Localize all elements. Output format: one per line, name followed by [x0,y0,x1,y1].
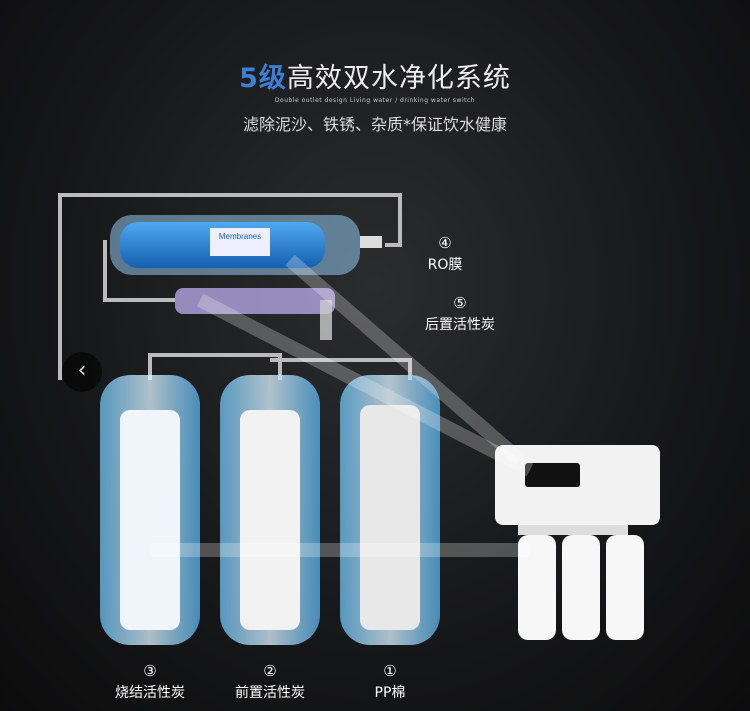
label-text: PP棉 [374,685,406,701]
filter-cartridge [340,375,440,645]
filter-cartridge [100,375,200,645]
subtitle: Double outlet design Living water / drin… [274,97,476,104]
label-text: RO膜 [427,257,463,273]
water-pipe [58,193,402,380]
title-text: 高效双水净化系统 [286,63,511,94]
label-number: ③ [143,662,157,680]
label-pre-carbon: ② 前置活性炭 [215,660,325,704]
label-sintered-carbon: ③ 烧结活性炭 [95,660,205,704]
label-text: 后置活性炭 [425,317,495,333]
filter-cartridge [220,375,320,645]
label-number: ① [383,662,397,680]
membrane-label: Membranes [219,232,261,241]
water-pipe [103,240,175,302]
ro-membrane: Membranes [110,215,382,275]
label-post-carbon: ⑤ 后置活性炭 [405,292,515,336]
water-pipe [148,353,412,380]
slogan: 滤除泥沙、铁锈、杂质*保证饮水健康 [242,115,507,134]
label-ro: ④ RO膜 [415,232,475,276]
page-title: 5级高效双水净化系统 [0,56,750,95]
post-carbon-filter [175,288,335,340]
label-number: ② [263,662,277,680]
label-text: 烧结活性炭 [115,685,185,701]
purifier-unit [495,445,660,640]
label-pp-cotton: ① PP棉 [345,660,435,704]
prev-image-button[interactable]: ‹ [62,352,102,392]
title-highlight: 5级 [239,63,287,94]
label-number: ④ [438,234,452,252]
light-beams [150,254,534,557]
label-text: 前置活性炭 [235,685,305,701]
label-number: ⑤ [453,294,467,312]
